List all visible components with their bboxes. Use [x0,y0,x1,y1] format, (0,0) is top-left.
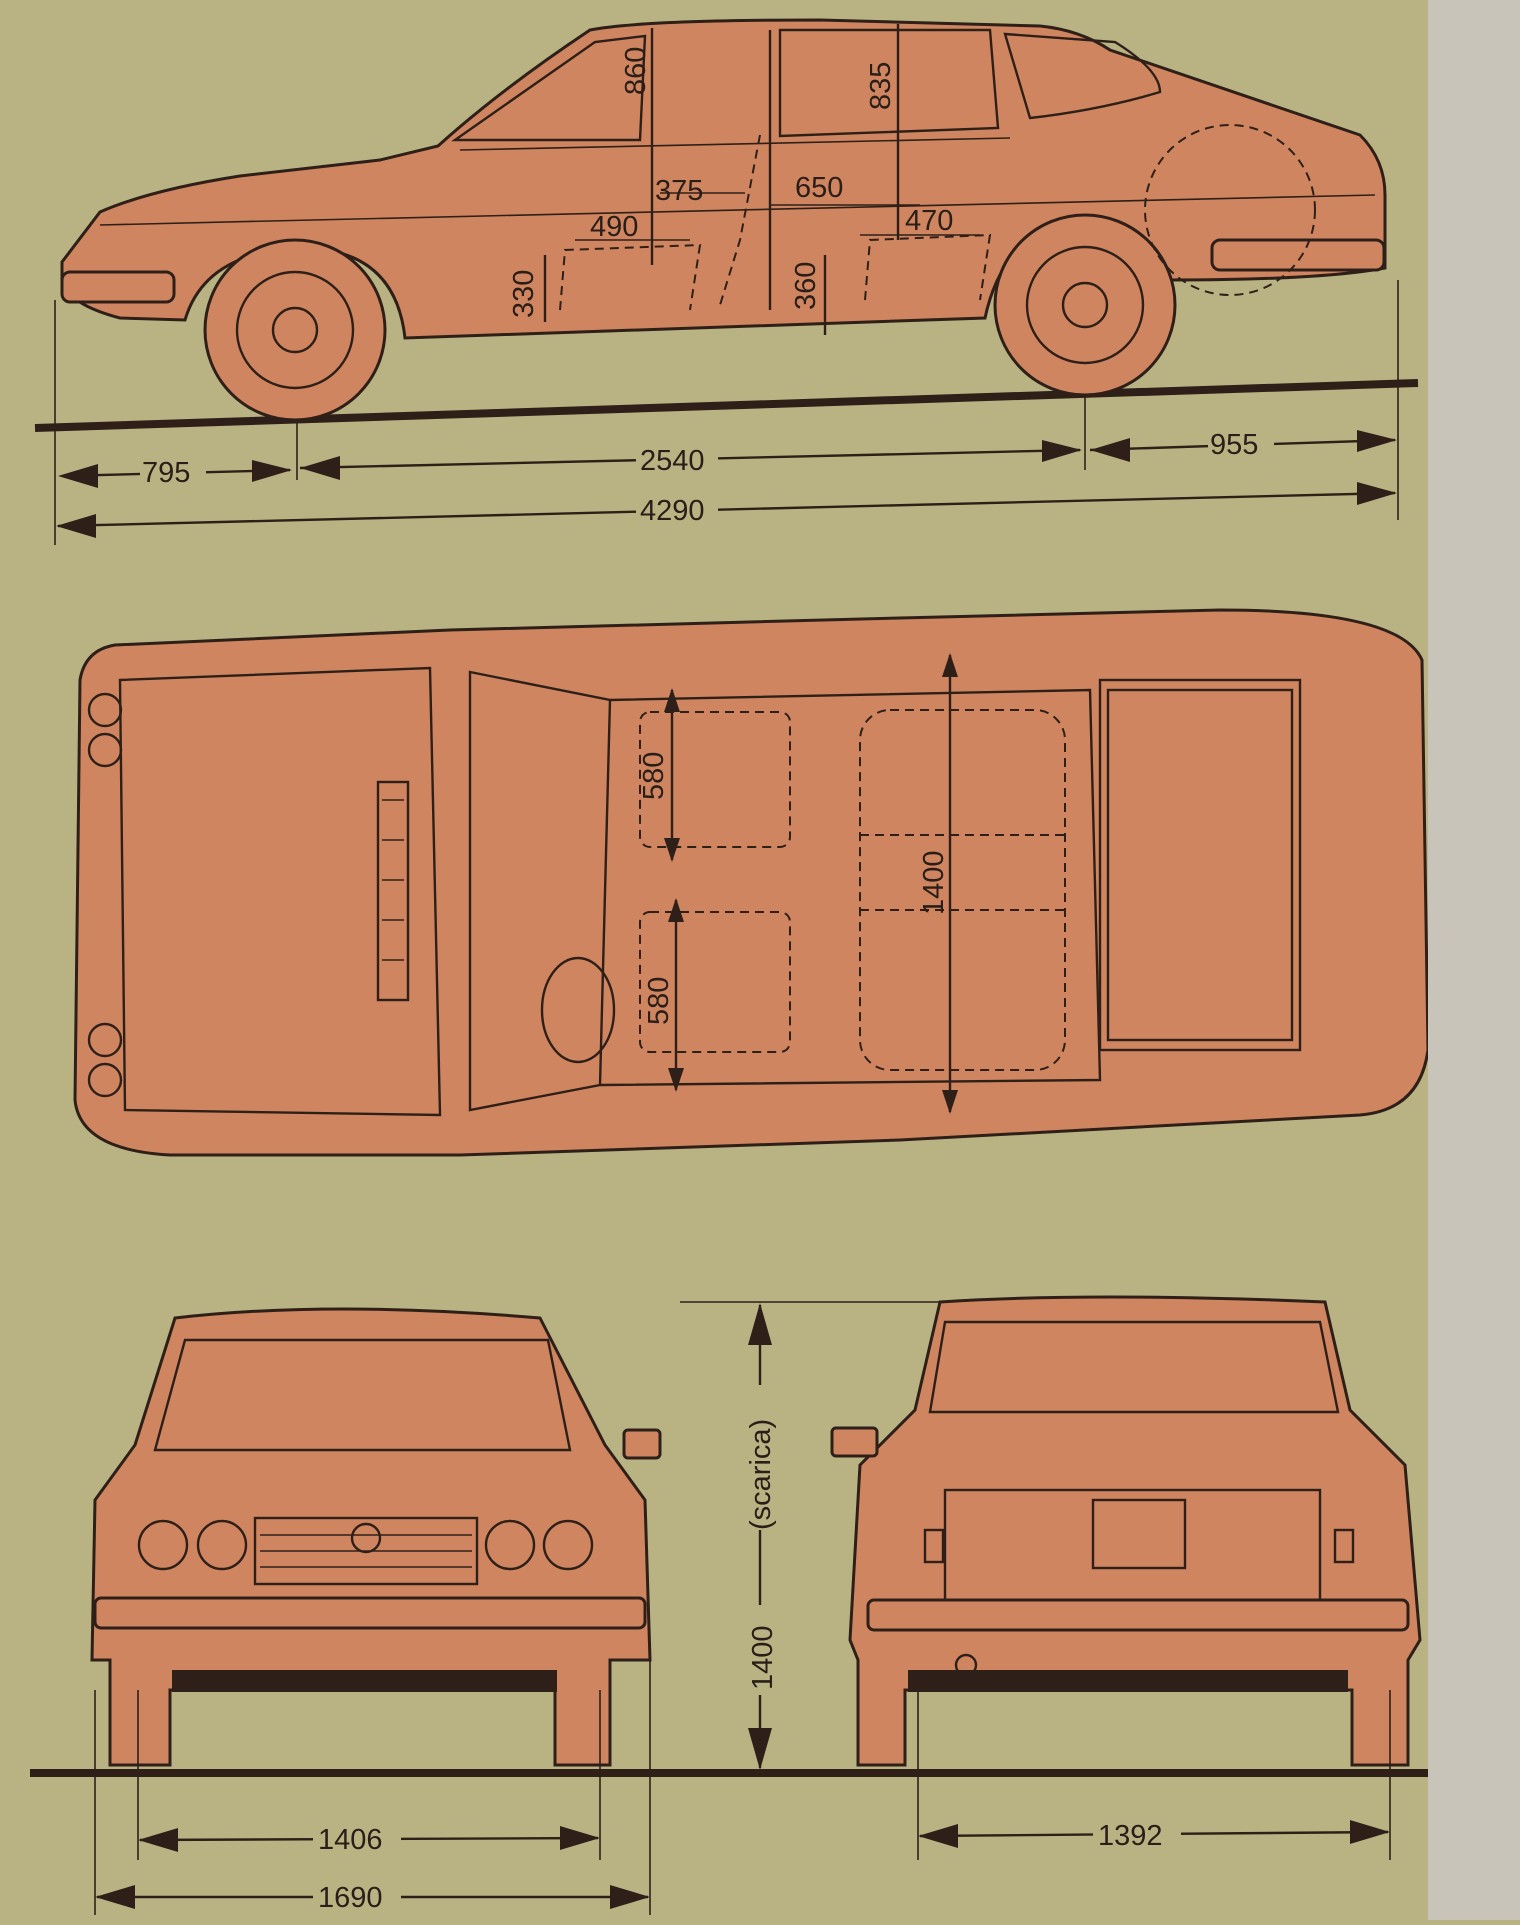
spare-wheel-outline [1144,124,1316,296]
front-headlight-4 [542,1519,594,1571]
front-body [90,1307,652,1767]
dim-label-1400-height: 1400 [747,1625,779,1690]
top-front-seat-right [639,711,791,848]
dim-1406: 1406 [138,1823,600,1856]
dim-955: 955 [1089,428,1397,462]
dim-label-490: 490 [590,211,638,243]
front-windscreen [153,1338,572,1452]
dim-label-955: 955 [1210,429,1258,461]
rear-body [848,1295,1422,1767]
dim-label-1690: 1690 [318,1882,383,1914]
top-body [73,608,1430,1157]
rear-light-l [923,1528,945,1564]
dim-2540: 2540 [299,440,1082,480]
dim-label-795: 795 [142,457,190,489]
rear-wheel-side [993,213,1177,397]
dim-label-2540: 2540 [640,445,705,477]
front-headlight-2 [196,1519,248,1571]
dim-label-1400-top: 1400 [918,850,950,915]
front-mirror [622,1428,662,1460]
dim-label-1406: 1406 [318,1824,383,1856]
rear-window [928,1320,1340,1414]
top-headlight-4 [87,1062,123,1098]
dim-1392: 1392 [918,1818,1390,1852]
dim-4290: 4290 [56,482,1397,538]
dim-1400-height: (scarica) 1400 [680,1301,1290,1770]
front-badge [350,1522,382,1554]
dim-label-375: 375 [655,175,703,207]
front-bumper-side [60,270,176,304]
dim-label-470: 470 [905,205,953,237]
rear-light-r [1333,1528,1355,1564]
top-tailgate [1098,678,1302,1052]
top-headlight-2 [87,732,123,768]
side-beltline [99,194,1376,226]
dim-1690: 1690 [95,1880,650,1914]
front-view: 1406 1690 [30,1307,1508,1915]
top-steering-wheel [540,956,616,1064]
page-edge [1428,0,1520,1920]
rear-mirror [830,1426,879,1458]
front-headlight-3 [484,1519,536,1571]
rear-underbody [908,1670,1348,1692]
side-view: 860 835 375 650 490 470 330 360 795 2540 [34,18,1419,545]
side-window-front [451,34,647,142]
front-underbody [172,1670,557,1692]
side-door-top [459,137,1011,151]
dim-label-330: 330 [508,270,540,318]
front-wheel-side [203,238,387,422]
rear-bumper [866,1598,1410,1632]
front-headlight-1 [137,1519,189,1571]
side-window-middle [778,28,1000,138]
front-grille [253,1516,479,1586]
dim-label-580-b: 580 [643,977,675,1025]
dim-label-360: 360 [790,262,822,310]
rear-bumper-side [1210,238,1386,272]
top-front-seat-left [639,911,791,1053]
top-vent-grille [376,780,410,1002]
dim-label-650: 650 [795,172,843,204]
side-window-rear [1003,32,1162,120]
top-bonnet [118,666,442,1117]
dim-label-4290: 4290 [640,495,705,527]
dim-label-860: 860 [620,47,652,95]
top-headlight-3 [87,1022,123,1058]
rear-tow-hook [954,1653,978,1677]
dim-label-580-a: 580 [638,752,670,800]
rear-seat-outline [864,233,992,301]
ground-line-side [34,379,1419,432]
top-headlight-1 [87,692,123,728]
top-cabin [599,688,1102,1087]
front-bumper [93,1596,647,1630]
dim-label-1392: 1392 [1098,1820,1163,1852]
dim-795: 795 [58,456,292,489]
front-seat-outline [559,243,702,311]
top-rear-window [1106,688,1294,1042]
front-seat-back-outline [719,134,761,306]
rear-plate [1091,1498,1187,1570]
top-view: 580 580 1400 [73,608,1430,1157]
dim-label-835: 835 [865,62,897,110]
dim-label-scarica: (scarica) [745,1419,777,1530]
rear-view: 1392 [830,1295,1422,1860]
